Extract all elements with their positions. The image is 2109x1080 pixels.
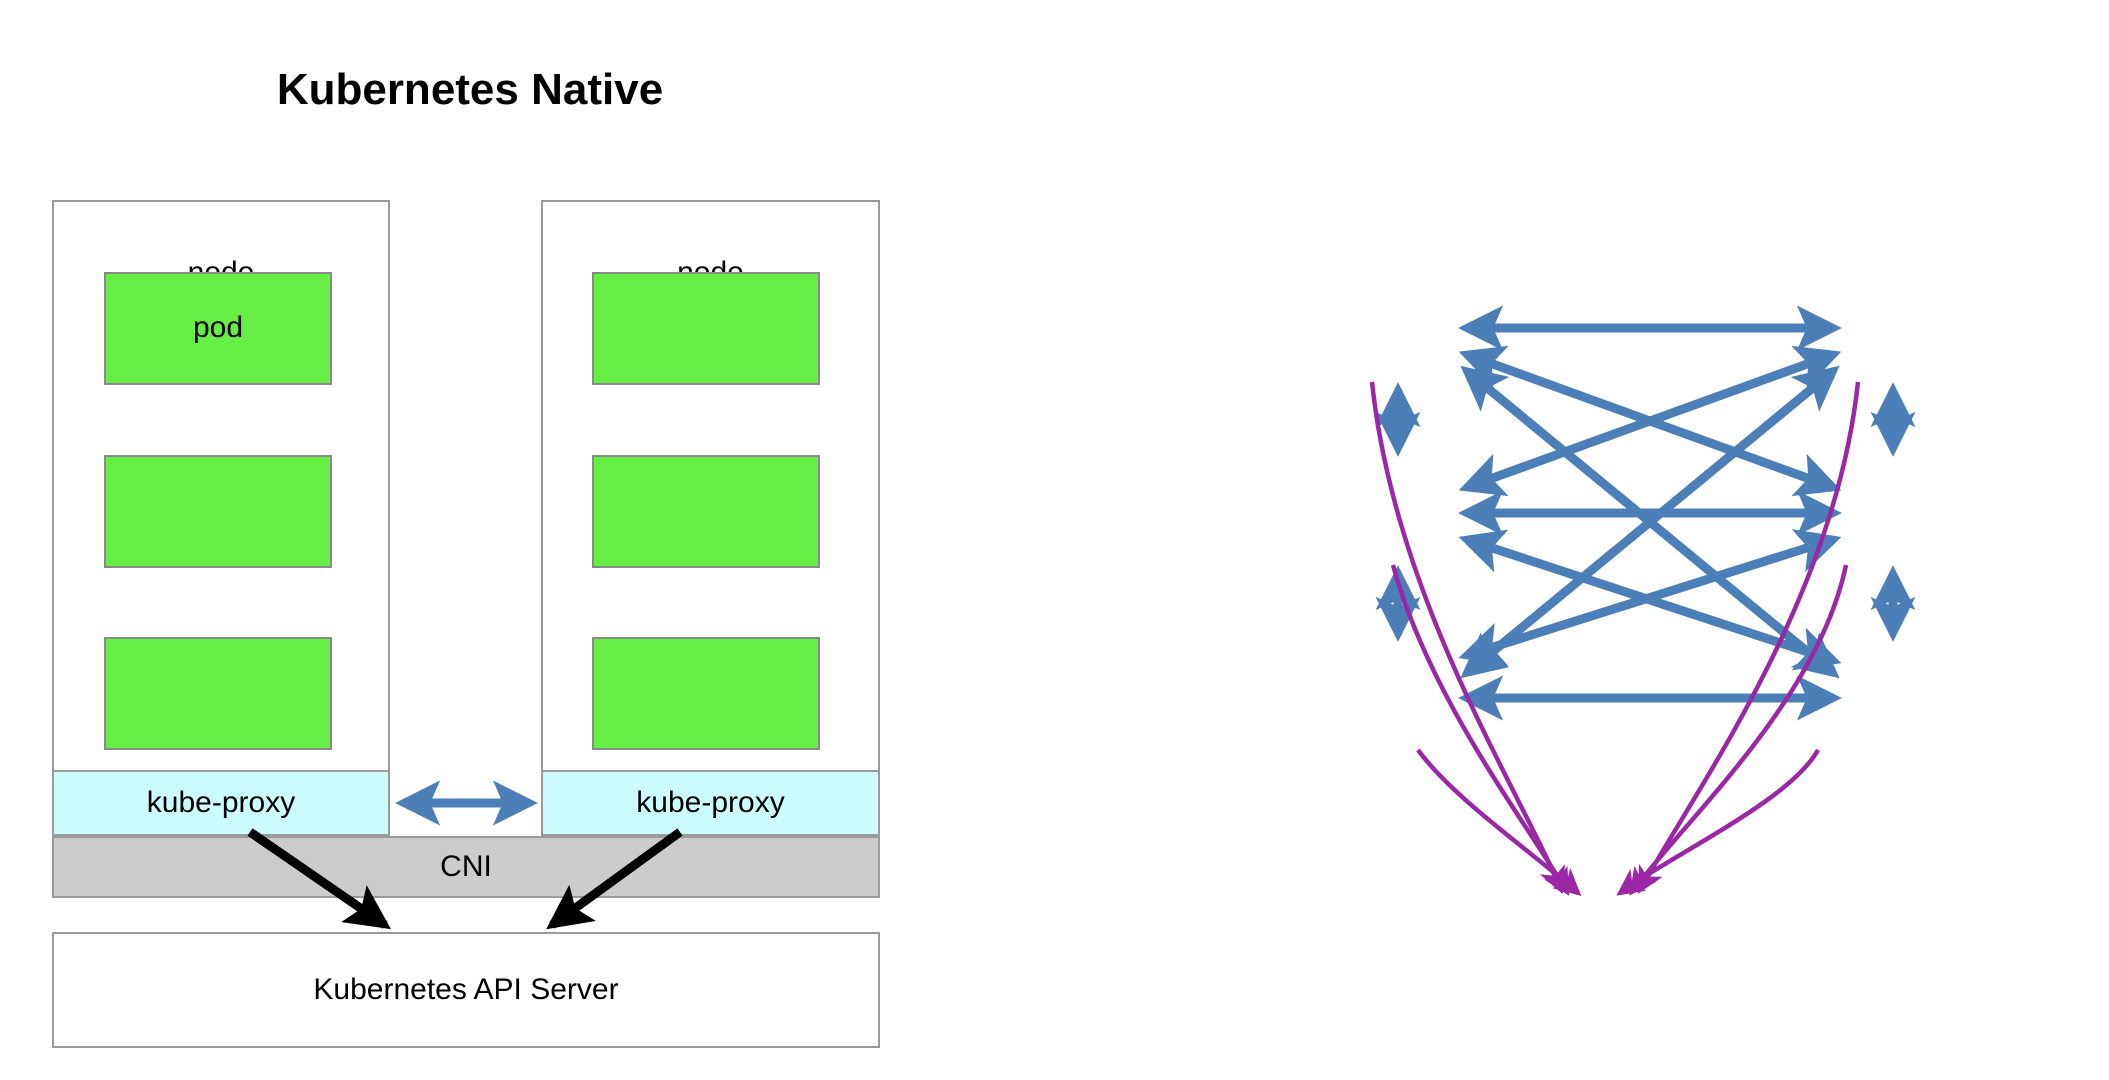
left-node-1-pod-3 (104, 637, 332, 750)
left-node-2-pod-1 (592, 272, 820, 385)
left-kube-proxy-2: kube-proxy (541, 770, 880, 836)
panel-kubernetes-native: Kubernetes Native node pod node kube-pro… (0, 0, 1054, 1080)
left-node-1-pod-1-label: pod (192, 311, 244, 344)
left-cni-bar: CNI (52, 836, 880, 898)
left-kube-proxy-1: kube-proxy (52, 770, 390, 836)
left-api-server-box: Kubernetes API Server (52, 932, 880, 1048)
left-node-2-pod-2 (592, 455, 820, 568)
panel-service-mesh: Service Mesh (One sidecar per pod) node … (1054, 0, 2109, 1080)
left-node-2-pod-3 (592, 637, 820, 750)
left-node-1-pod-1 (104, 272, 332, 385)
left-panel-title: Kubernetes Native (276, 65, 664, 114)
left-node-1-pod-2 (104, 455, 332, 568)
